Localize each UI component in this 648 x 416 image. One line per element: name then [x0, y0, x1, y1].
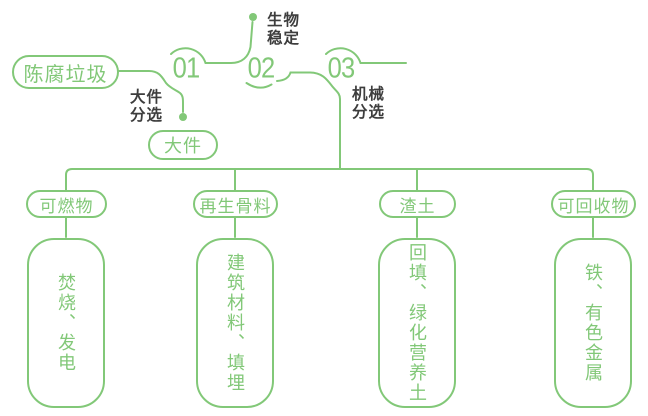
step2-number: 02	[247, 52, 276, 85]
bulky-sorting-label: 大件 分选	[130, 89, 164, 125]
disposal-box-recyclables: 铁、有色金属	[554, 238, 632, 408]
disposal-text: 建筑材料、填埋	[225, 253, 245, 393]
mechanical-sorting-label: 机械 分选	[352, 86, 386, 122]
bulky-output-pill: 大件	[148, 130, 218, 160]
category-pill-combustibles: 可燃物	[26, 190, 107, 218]
step3-number: 03	[327, 52, 356, 85]
category-pill-recyclables: 可回收物	[551, 190, 636, 218]
disposal-box-slag-soil: 回填、绿化营养土	[378, 238, 456, 408]
bio-branch-dot	[249, 13, 257, 21]
main-line-into-step1	[117, 70, 184, 113]
disposal-box-recycled-aggregate: 建筑材料、填埋	[196, 238, 274, 408]
category-label: 可回收物	[557, 196, 630, 216]
bulky-output-label: 大件	[164, 136, 202, 156]
category-pill-slag-soil: 渣土	[379, 190, 456, 218]
step3-arc-and-exit-line	[325, 47, 407, 64]
bulky-branch-dot	[179, 113, 187, 121]
category-label: 可燃物	[39, 196, 94, 216]
category-label: 再生骨料	[199, 196, 272, 216]
disposal-text: 回填、绿化营养土	[407, 243, 427, 403]
source-label: 陈腐垃圾	[23, 63, 108, 86]
disposal-text: 铁、有色金属	[583, 263, 603, 383]
step1-number: 01	[172, 52, 201, 85]
step1-arc-and-line-to-step2	[170, 21, 254, 64]
tree-connector	[65, 168, 594, 191]
bio-stabilization-label: 生物 稳定	[267, 12, 301, 48]
category-label: 渣土	[399, 196, 436, 216]
disposal-box-combustibles: 焚烧、发电	[27, 238, 105, 408]
source-pill: 陈腐垃圾	[12, 55, 119, 89]
category-pill-recycled-aggregate: 再生骨料	[193, 190, 278, 218]
step2-under-arc	[245, 82, 273, 89]
step2-line-to-step3-and-drop	[276, 71, 341, 170]
disposal-text: 焚烧、发电	[56, 273, 76, 373]
